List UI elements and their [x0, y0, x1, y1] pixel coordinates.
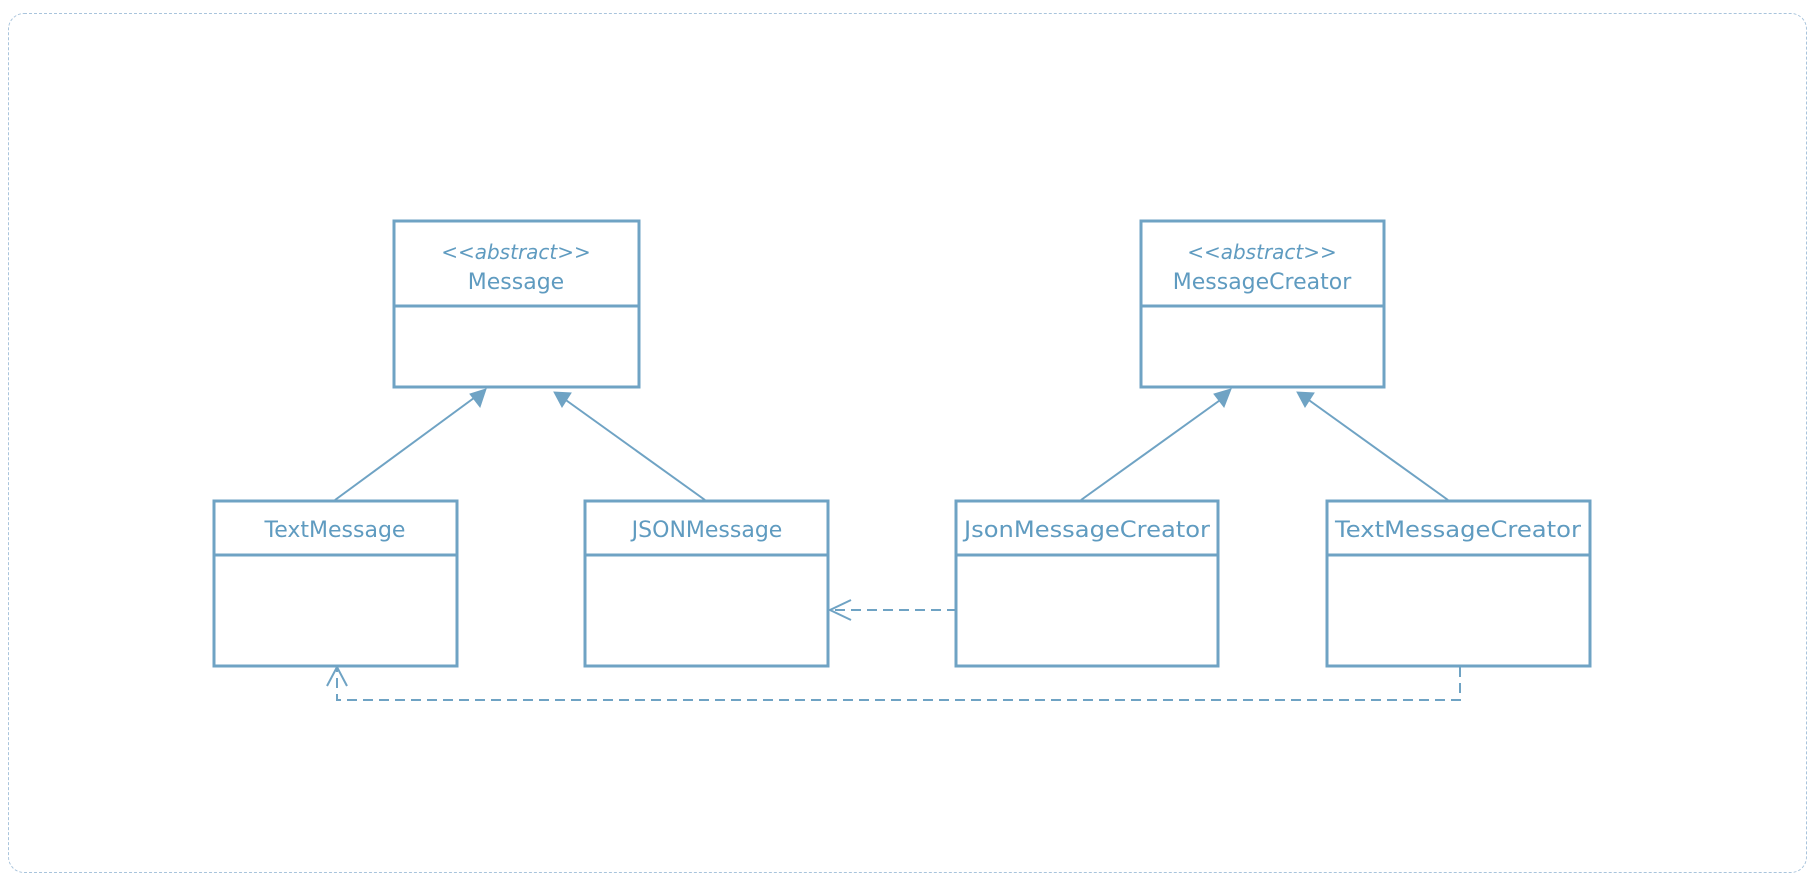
dependency-textmessagecreator-textmessage[interactable]	[326, 664, 1461, 701]
class-name: JSONMessage	[630, 518, 783, 543]
class-name: TextMessageCreator	[1334, 518, 1582, 543]
class-name: Message	[468, 270, 564, 295]
triangle-arrow-icon	[469, 388, 487, 409]
class-stereotype: <<abstract>>	[1187, 240, 1337, 264]
class-messagecreator[interactable]: <<abstract>> MessageCreator	[1139, 219, 1386, 389]
class-name: MessageCreator	[1173, 270, 1352, 295]
class-name: TextMessage	[264, 518, 406, 543]
dependency-jsonmessagecreator-jsonmessage[interactable]	[827, 599, 957, 621]
diagram-frame	[8, 13, 1807, 873]
triangle-arrow-icon	[553, 391, 572, 408]
class-textmessagecreator[interactable]: TextMessageCreator	[1325, 499, 1592, 668]
class-name: JsonMessageCreator	[962, 518, 1211, 543]
class-jsonmessage[interactable]: JSONMessage	[583, 499, 830, 668]
class-stereotype: <<abstract>>	[441, 240, 591, 264]
triangle-arrow-icon	[1213, 388, 1232, 409]
generalization-textmessage-message[interactable]	[334, 388, 487, 501]
class-message[interactable]: <<abstract>> Message	[392, 219, 641, 389]
generalization-textmessagecreator-messagecreator[interactable]	[1296, 391, 1449, 501]
relations	[326, 388, 1461, 701]
generalization-jsonmessagecreator-messagecreator[interactable]	[1080, 388, 1232, 501]
generalization-jsonmessage-message[interactable]	[553, 391, 706, 501]
class-jsonmessagecreator[interactable]: JsonMessageCreator	[954, 499, 1220, 668]
class-textmessage[interactable]: TextMessage	[212, 499, 459, 668]
open-arrow-icon	[827, 599, 852, 621]
triangle-arrow-icon	[1296, 391, 1315, 408]
